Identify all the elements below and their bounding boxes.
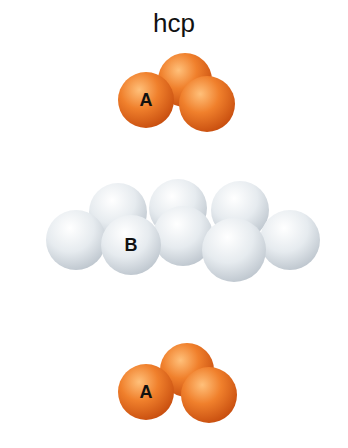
sphere [260, 210, 320, 270]
layer-letter: B [101, 215, 161, 275]
title: hcp [0, 8, 348, 39]
layer-letter: A [118, 364, 174, 420]
sphere [179, 76, 235, 132]
sphere [118, 364, 174, 420]
sphere [46, 210, 106, 270]
sphere [118, 72, 174, 128]
layer-letter: A [118, 72, 174, 128]
sphere-node: A [118, 364, 174, 420]
sphere-node: B [101, 215, 161, 275]
sphere [202, 218, 266, 282]
sphere [101, 215, 161, 275]
sphere [181, 367, 237, 423]
sphere-node: A [118, 72, 174, 128]
